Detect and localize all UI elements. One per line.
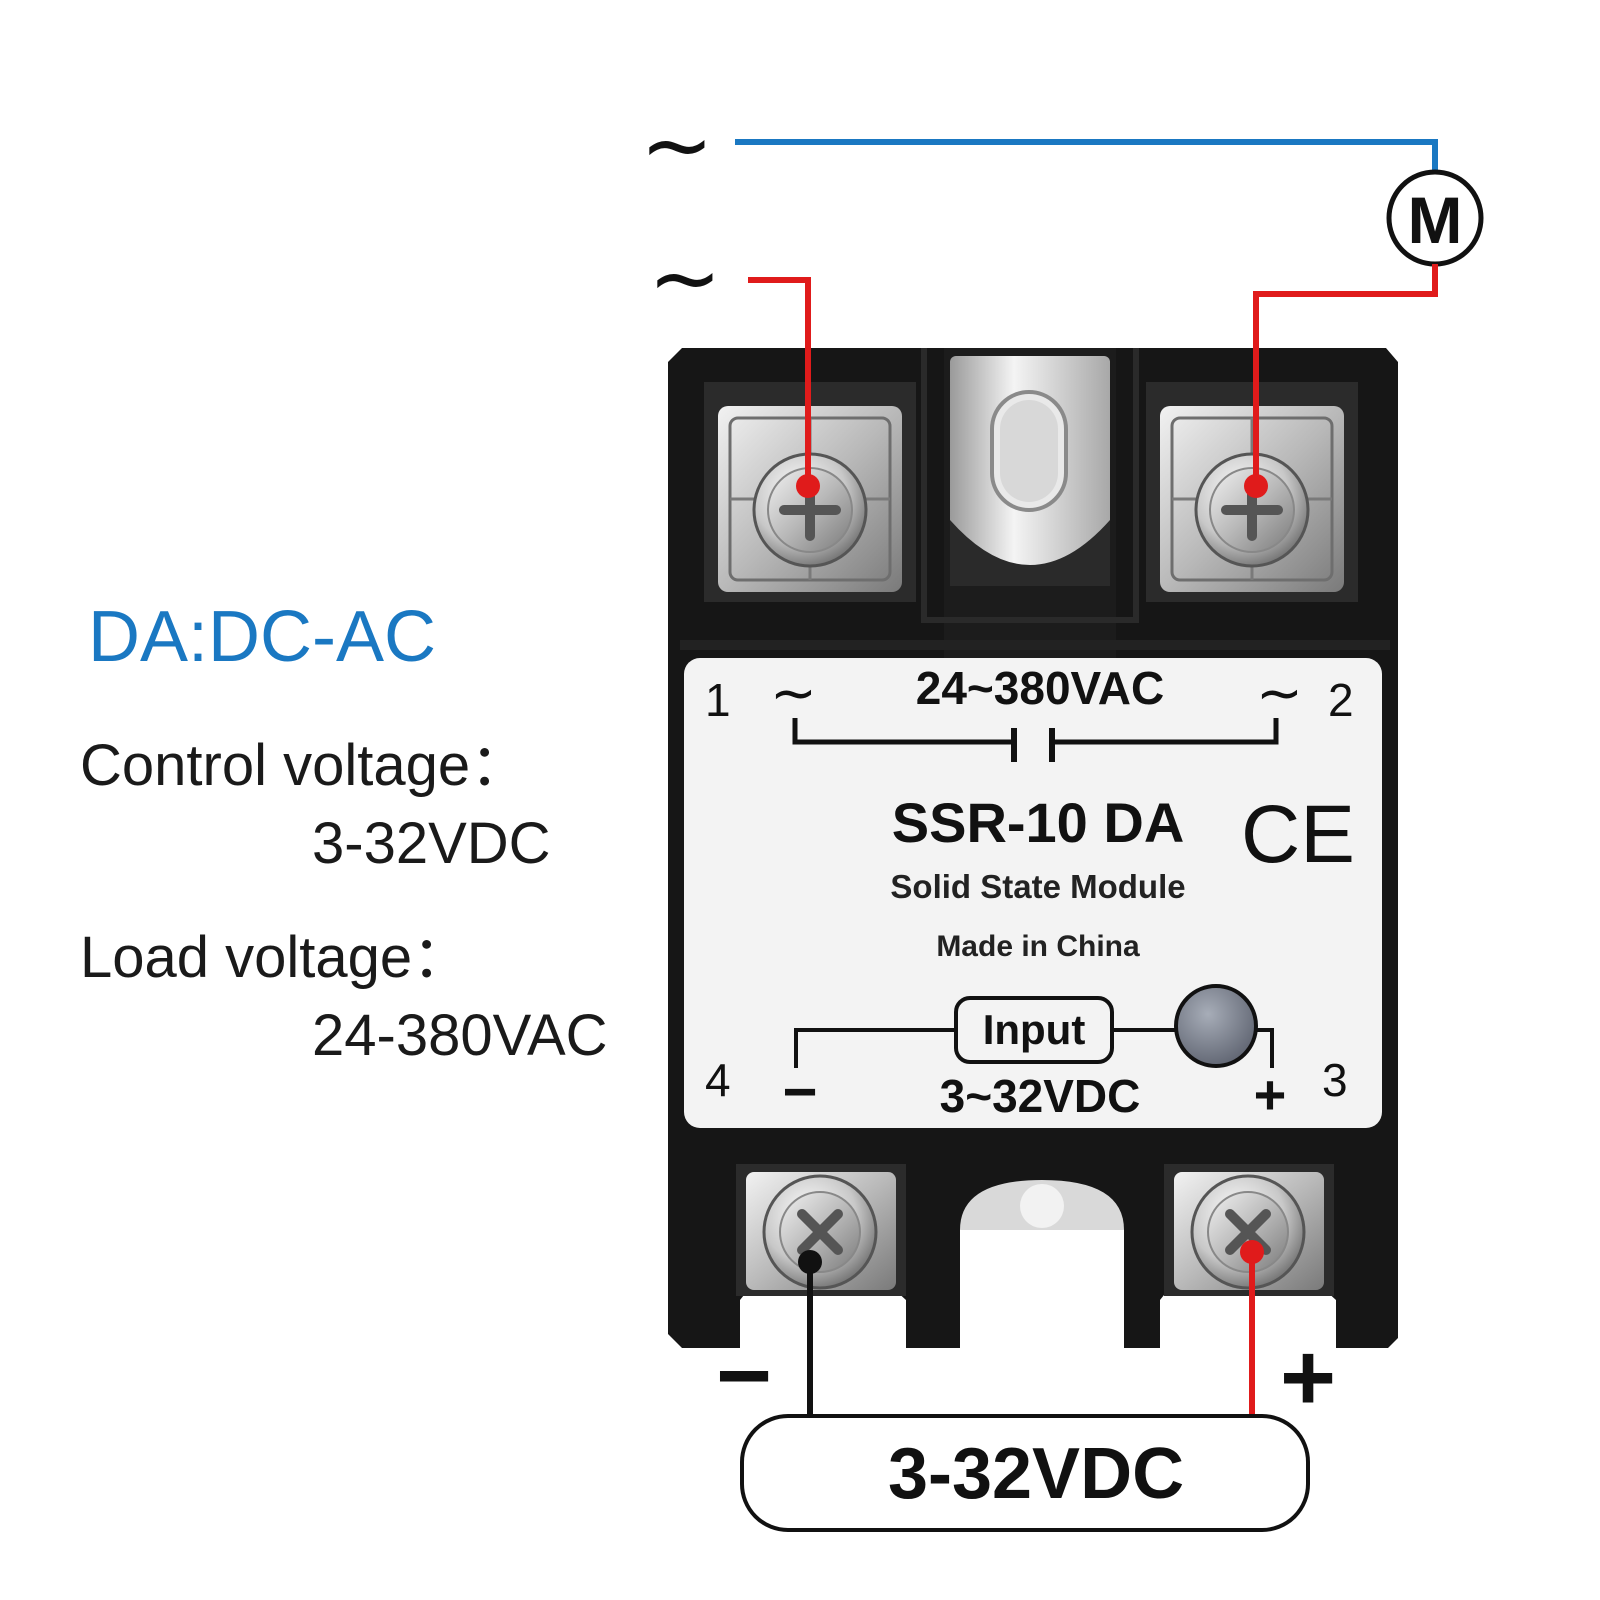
ce-mark: CE: [1241, 789, 1355, 880]
terminal-4-number: 4: [705, 1054, 731, 1106]
model-name: SSR-10 DA: [892, 791, 1185, 854]
ac-line-wire: [735, 139, 1438, 178]
mounting-bracket-bottom: [960, 1180, 1124, 1230]
control-voltage-value: 3-32VDC: [312, 811, 551, 876]
ac-source-bottom-symbol: ~: [648, 226, 722, 329]
load-tilde-right: ~: [1256, 661, 1303, 726]
dc-source-box: [740, 1414, 1310, 1532]
module-subtitle: Solid State Module: [890, 868, 1185, 905]
load-switch-right-lead: [1052, 718, 1279, 745]
input-label: Input: [983, 1006, 1086, 1053]
module-label-panel: 1 2 4 3 ~ ~ 24~380VAC SSR-10 DA Solid St…: [684, 658, 1382, 1128]
terminal-3-contact-dot: [1240, 1240, 1264, 1264]
motor-label: M: [1408, 183, 1463, 257]
input-rating-text: 3~32VDC: [940, 1070, 1141, 1122]
dc-source-label: 3-32VDC: [888, 1434, 1184, 1514]
spec-title: DA:DC-AC: [88, 597, 437, 677]
terminal-2-contact-dot: [1244, 474, 1268, 498]
terminal-3-number: 3: [1322, 1054, 1348, 1106]
terminal-1-contact-dot: [796, 474, 820, 498]
input-plus-mark: +: [1254, 1063, 1287, 1126]
load-voltage-label: Load voltage：: [80, 925, 471, 990]
input-right-lead: [1256, 1028, 1274, 1068]
origin-text: Made in China: [936, 930, 1140, 963]
terminal-4-screw: [736, 1164, 906, 1296]
input-left-lead: [794, 1028, 956, 1068]
status-led: [1174, 984, 1258, 1068]
ac-source-top-symbol: ~: [640, 93, 714, 196]
load-rating-text: 24~380VAC: [916, 662, 1165, 714]
mounting-bracket-top: [950, 356, 1110, 586]
load-tilde-left: ~: [770, 661, 817, 726]
terminal-2-number: 2: [1328, 674, 1354, 726]
control-voltage-label: Control voltage：: [80, 733, 529, 798]
dc-minus-sign: −: [716, 1322, 772, 1429]
load-voltage-value: 24-380VAC: [312, 1003, 608, 1068]
load-switch-left-lead: [792, 718, 1014, 745]
load-wire-terminal-2: [1253, 264, 1438, 486]
dc-plus-sign: +: [1280, 1324, 1336, 1431]
input-minus-mark: −: [782, 1058, 817, 1125]
terminal-1-number: 1: [705, 674, 731, 726]
terminal-4-contact-dot: [798, 1250, 822, 1274]
load-wire-terminal-1: [748, 277, 811, 486]
terminal-2-screw: [1146, 382, 1358, 602]
